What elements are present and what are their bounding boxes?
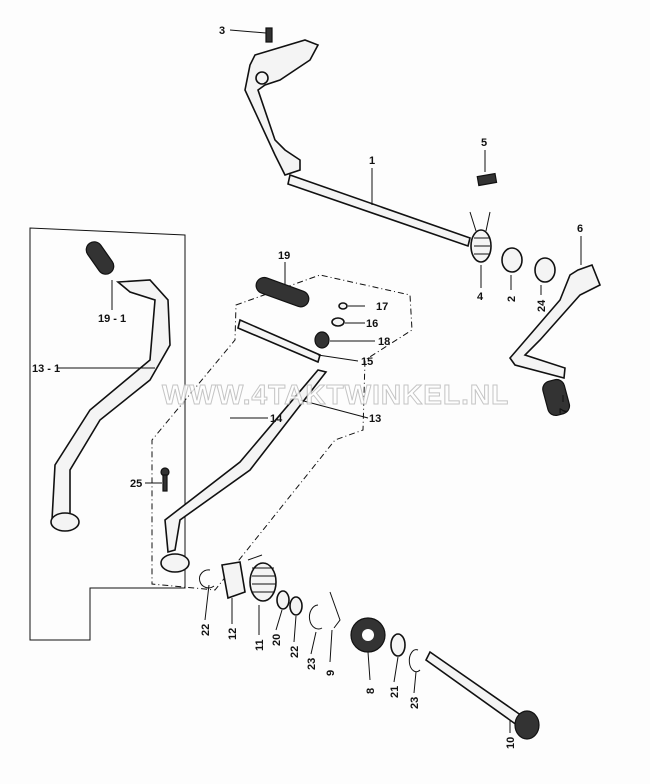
part-gearshift-lever bbox=[244, 27, 320, 176]
label-19-1: 19 - 1 bbox=[98, 313, 126, 325]
label-25: 25 bbox=[130, 478, 142, 490]
part-bolt bbox=[476, 172, 498, 187]
label-24: 24 bbox=[536, 299, 548, 312]
label-5: 5 bbox=[481, 137, 487, 149]
part-bolt-25 bbox=[160, 467, 170, 492]
part-labels: 3 1 5 6 4 2 24 19 17 16 18 15 19 - 1 13 … bbox=[32, 25, 583, 749]
part-kick-arm-assembly bbox=[50, 241, 171, 532]
label-10: 10 bbox=[505, 737, 517, 749]
label-20: 20 bbox=[271, 634, 283, 646]
part-shift-pedal bbox=[508, 263, 602, 380]
part-collar bbox=[501, 247, 523, 273]
label-1: 1 bbox=[369, 155, 375, 167]
part-return-spring bbox=[469, 211, 492, 263]
part-kick-pivot bbox=[237, 302, 348, 364]
part-pedal-rubber bbox=[542, 378, 571, 417]
label-15: 15 bbox=[361, 356, 373, 368]
label-13-1: 13 - 1 bbox=[32, 363, 60, 375]
label-21: 21 bbox=[389, 686, 401, 698]
leader-lines bbox=[58, 29, 582, 733]
label-16: 16 bbox=[366, 318, 378, 330]
label-13: 13 bbox=[369, 413, 381, 425]
label-19: 19 bbox=[278, 250, 290, 262]
label-23a: 23 bbox=[306, 658, 318, 670]
part-kick-rubber bbox=[255, 276, 310, 308]
label-14: 14 bbox=[270, 413, 283, 425]
part-kick-arm bbox=[160, 369, 328, 573]
label-18: 18 bbox=[378, 336, 390, 348]
part-nut bbox=[534, 257, 556, 283]
label-8: 8 bbox=[365, 688, 377, 694]
label-11: 11 bbox=[254, 639, 266, 651]
watermark: WWW.4TAKTWINKEL.NL bbox=[162, 379, 509, 410]
label-9: 9 bbox=[325, 670, 337, 676]
label-6: 6 bbox=[577, 223, 583, 235]
assembly-box-13-1 bbox=[29, 227, 186, 641]
label-3: 3 bbox=[219, 25, 225, 37]
label-17: 17 bbox=[376, 301, 388, 313]
label-2: 2 bbox=[506, 296, 518, 302]
assembly-box-13 bbox=[151, 274, 413, 591]
label-7: 7 bbox=[558, 408, 570, 414]
label-22a: 22 bbox=[200, 624, 212, 636]
label-22b: 22 bbox=[289, 646, 301, 658]
part-kickstarter-shaft-parts bbox=[199, 554, 540, 740]
label-12: 12 bbox=[227, 628, 239, 640]
label-4: 4 bbox=[477, 291, 484, 303]
part-shift-shaft bbox=[287, 173, 471, 248]
label-23b: 23 bbox=[409, 697, 421, 709]
